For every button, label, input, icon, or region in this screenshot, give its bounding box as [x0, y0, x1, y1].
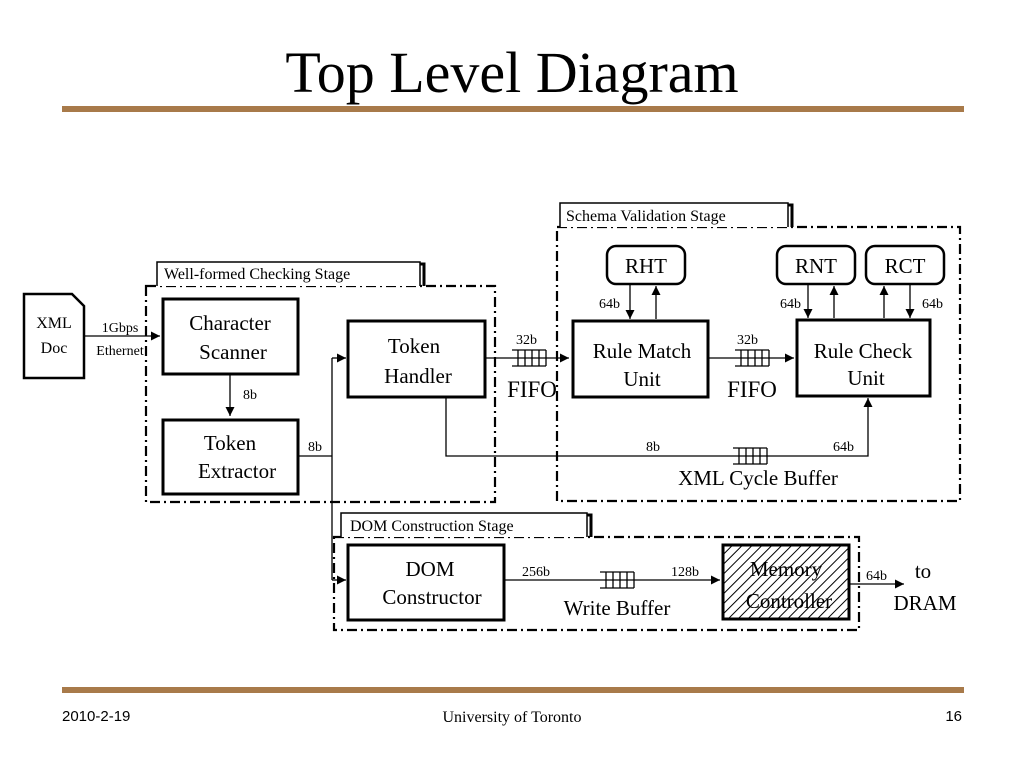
- fifo1-label: FIFO: [507, 377, 557, 402]
- footer-date: 2010-2-19: [62, 708, 131, 725]
- fifo2-icon: [735, 349, 770, 367]
- write-buffer-label: Write Buffer: [564, 596, 671, 620]
- footer-organization: University of Toronto: [442, 709, 582, 726]
- input-rate-label: 1Gbps: [102, 321, 139, 336]
- dom-wb-width: 256b: [522, 565, 550, 580]
- xml-doc-line1: XML: [36, 315, 72, 332]
- schema-stage-region: Schema Validation Stage: [555, 202, 962, 503]
- cycle-buffer-icon: [733, 447, 768, 465]
- dom-constructor-block: DOM Constructor: [346, 543, 506, 622]
- rct-block: RCT: [864, 244, 946, 286]
- rct-width: 64b: [922, 297, 943, 312]
- slide-title: Top Level Diagram: [285, 40, 739, 105]
- dom-stage-region: DOM Construction Stage: [332, 512, 861, 632]
- fifo2-label: FIFO: [727, 377, 777, 402]
- mc-out-width: 64b: [866, 569, 887, 584]
- scanner-extractor-width: 8b: [243, 388, 257, 403]
- extractor-out-width: 8b: [308, 440, 322, 455]
- handler-fifo-width: 32b: [516, 333, 537, 348]
- write-buffer-icon: [600, 571, 635, 589]
- memory-controller-line2: Controller: [746, 589, 832, 613]
- title-divider: [62, 106, 964, 112]
- cycle-buffer-label: XML Cycle Buffer: [678, 466, 838, 490]
- rnt-width: 64b: [780, 297, 801, 312]
- memory-controller-line1: Memory: [750, 557, 823, 581]
- rule-check-line1: Rule Check: [814, 339, 913, 363]
- cycle-out-width: 64b: [833, 440, 854, 455]
- rule-check-line2: Unit: [847, 366, 885, 390]
- token-extractor-line1: Token: [204, 431, 257, 455]
- xml-doc-block: XML Doc: [22, 292, 86, 380]
- dom-constructor-line2: Constructor: [382, 585, 481, 609]
- token-handler-line2: Handler: [384, 364, 452, 388]
- token-extractor-line2: Extractor: [198, 459, 276, 483]
- wellformed-stage-label: Well-formed Checking Stage: [164, 266, 350, 283]
- rulematch-fifo-width: 32b: [737, 333, 758, 348]
- fifo1-icon: [512, 349, 547, 367]
- token-handler-block: Token Handler: [346, 319, 487, 399]
- input-medium-label: Ethernet: [96, 344, 144, 359]
- rht-block: RHT: [605, 244, 687, 286]
- cycle-buffer-path: [445, 397, 873, 457]
- rule-match-block: Rule Match Unit: [571, 319, 710, 399]
- rnt-label: RNT: [795, 254, 837, 278]
- dram-line1: to: [915, 559, 931, 583]
- footer-divider: [62, 687, 964, 693]
- token-handler-line1: Token: [388, 334, 441, 358]
- character-scanner-line1: Character: [189, 311, 271, 335]
- rht-width: 64b: [599, 297, 620, 312]
- rct-label: RCT: [885, 254, 926, 278]
- footer-page-number: 16: [945, 708, 962, 725]
- rule-match-line2: Unit: [623, 367, 661, 391]
- cycle-in-width: 8b: [646, 440, 660, 455]
- token-extractor-block: Token Extractor: [161, 418, 300, 496]
- rule-check-block: Rule Check Unit: [795, 318, 932, 398]
- xml-doc-line2: Doc: [41, 340, 68, 357]
- memory-controller-block: Memory Controller: [721, 543, 851, 621]
- schema-stage-label: Schema Validation Stage: [566, 208, 726, 225]
- dom-stage-label: DOM Construction Stage: [350, 518, 514, 535]
- character-scanner-block: Character Scanner: [161, 297, 300, 376]
- dom-constructor-line1: DOM: [405, 557, 454, 581]
- rule-match-line1: Rule Match: [593, 339, 692, 363]
- wb-mc-width: 128b: [671, 565, 699, 580]
- rnt-block: RNT: [775, 244, 857, 286]
- dram-line2: DRAM: [893, 591, 956, 615]
- character-scanner-line2: Scanner: [199, 340, 267, 364]
- rht-label: RHT: [625, 254, 667, 278]
- wellformed-stage-region: Well-formed Checking Stage: [144, 261, 497, 504]
